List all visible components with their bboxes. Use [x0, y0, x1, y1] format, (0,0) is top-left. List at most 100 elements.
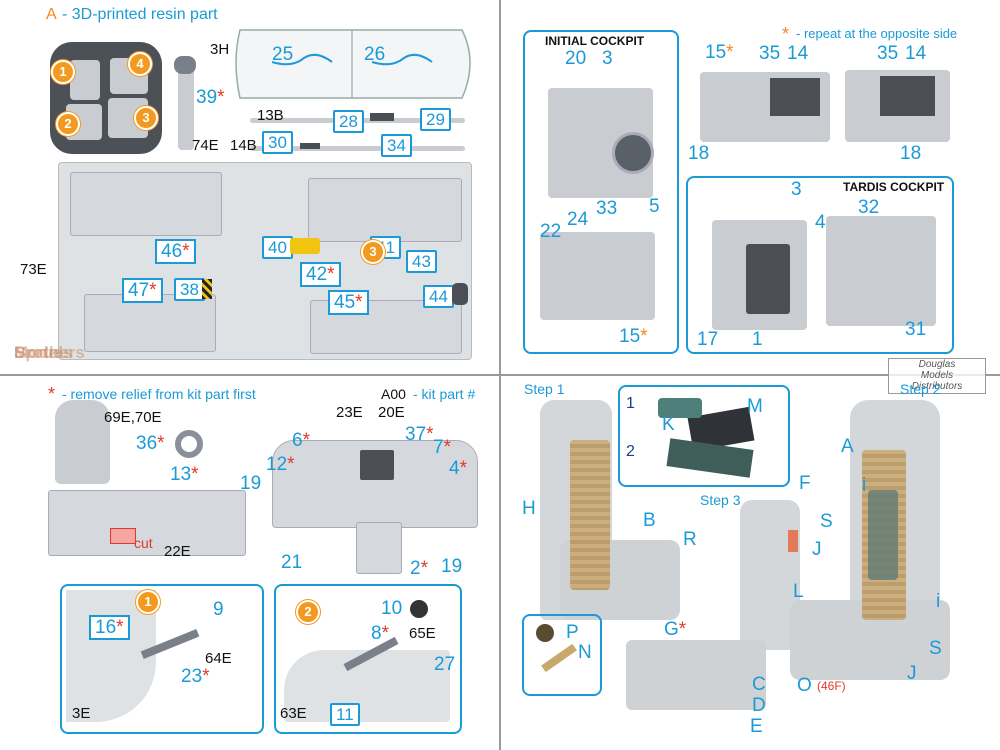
belt-piece-k	[658, 398, 702, 418]
label-M: M	[747, 396, 763, 417]
label-25: 25	[272, 44, 294, 65]
label-initial-5: 5	[649, 196, 660, 217]
label-initial-20: 20	[565, 48, 587, 69]
kit-badge-2: 2	[296, 600, 320, 624]
label-L: L	[793, 581, 804, 602]
label-F: F	[799, 473, 811, 494]
label-3e: 3E	[72, 705, 91, 722]
dmd-watermark: Douglas Models Distributors	[888, 358, 986, 394]
label-69e-70e: 69E,70E	[104, 409, 162, 426]
label-19-left: 19	[240, 473, 262, 494]
label-tardis-17: 17	[697, 329, 719, 350]
decal-38	[202, 279, 212, 299]
resin-badge-2: 2	[56, 112, 80, 136]
label-42: 42*	[300, 262, 341, 287]
label-tardis-4: 4	[815, 212, 826, 233]
label-8: 8*	[371, 623, 389, 644]
label-43: 43	[406, 250, 437, 273]
label-39: 39*	[196, 87, 225, 108]
label-i-lower: i	[936, 591, 941, 612]
label-22e: 22E	[164, 543, 191, 560]
stick-grip	[174, 56, 196, 74]
detail-63e-part	[284, 650, 450, 722]
kit-part-note: - kit part #	[413, 386, 476, 402]
tardis-cockpit-title: TARDIS COCKPIT	[843, 180, 945, 194]
left-panel-kit	[48, 490, 246, 556]
label-P: P	[566, 622, 579, 643]
label-initial-22: 22	[540, 221, 562, 242]
label-37: 37*	[405, 424, 434, 445]
tardis-panel-mfd	[746, 244, 790, 314]
step-1-label: Step 1	[524, 381, 565, 397]
decal-44	[452, 283, 468, 305]
label-K: K	[662, 414, 675, 435]
seat-step3-base	[626, 640, 766, 710]
legend-star: *	[782, 24, 790, 44]
label-O: O	[797, 675, 812, 696]
horizontal-divider	[0, 374, 1000, 376]
kit-badge-1: 1	[136, 590, 160, 614]
label-29: 29	[420, 108, 451, 131]
label-step-num-1: 1	[626, 395, 635, 412]
label-tardis-1: 1	[752, 329, 763, 350]
control-stick-part	[178, 60, 194, 150]
seat-headrest-part	[55, 400, 110, 484]
label-A: A	[841, 436, 854, 457]
legend-text: - 3D-printed resin part	[62, 6, 218, 23]
label-47: 47*	[122, 278, 163, 303]
label-H: H	[522, 498, 536, 519]
decal-30	[300, 143, 320, 149]
label-13b: 13B	[257, 107, 284, 124]
label-tardis-31: 31	[905, 319, 927, 340]
side-console-left-screen	[770, 78, 820, 116]
label-J-lower: J	[907, 663, 917, 684]
belt-detail-frame	[618, 385, 790, 487]
label-21: 21	[281, 552, 303, 573]
label-64e: 64E	[205, 650, 232, 667]
relief-star: *	[48, 384, 56, 404]
initial-cockpit-frame	[523, 30, 679, 354]
label-J-upper: J	[812, 539, 822, 560]
legend-letter: A	[46, 6, 57, 23]
label-side-18a: 18	[688, 143, 710, 164]
cut-label: cut	[134, 535, 153, 551]
label-9: 9	[213, 599, 224, 620]
label-63e: 63E	[280, 705, 307, 722]
resin-badge-4: 4	[128, 52, 152, 76]
label-74e: 74E	[192, 137, 219, 154]
step-3-label: Step 3	[700, 492, 741, 508]
label-20e: 20E	[378, 404, 405, 421]
label-tardis-3: 3	[791, 179, 802, 200]
right-console-top	[308, 178, 462, 242]
cut-marker	[110, 528, 136, 544]
label-initial-15: 15*	[619, 326, 648, 347]
label-44: 44	[423, 285, 454, 308]
resin-badge-3: 3	[134, 106, 158, 130]
label-34: 34	[381, 134, 412, 157]
label-40: 40	[262, 236, 293, 259]
relief-note: - remove relief from kit part first	[62, 386, 256, 402]
label-11: 11	[330, 703, 360, 726]
label-S-upper: S	[820, 511, 833, 532]
decal-28	[370, 113, 394, 121]
initial-cockpit-title: INITIAL COCKPIT	[545, 34, 645, 48]
label-4: 4*	[449, 458, 467, 479]
tardis-cockpit-frame	[686, 176, 954, 354]
label-7: 7*	[433, 437, 451, 458]
buckle-detail-frame	[522, 614, 602, 696]
label-27: 27	[434, 654, 456, 675]
label-6: 6*	[292, 430, 310, 451]
label-G: G*	[664, 619, 687, 640]
resin-badge-1: 1	[51, 60, 75, 84]
initial-panel-scope	[612, 132, 654, 174]
lower-panel-kit	[356, 522, 402, 574]
label-19-right: 19	[441, 556, 463, 577]
detail-63e-frame	[274, 584, 462, 734]
label-side-35b: 35	[877, 43, 899, 64]
resin-badge-3-tub: 3	[361, 240, 385, 264]
label-23: 23*	[181, 666, 210, 687]
side-console-right-screen	[880, 76, 935, 116]
label-45: 45*	[328, 290, 369, 315]
label-14b: 14B	[230, 137, 257, 154]
legend-opposite-side: - repeat at the opposite side	[796, 26, 958, 41]
